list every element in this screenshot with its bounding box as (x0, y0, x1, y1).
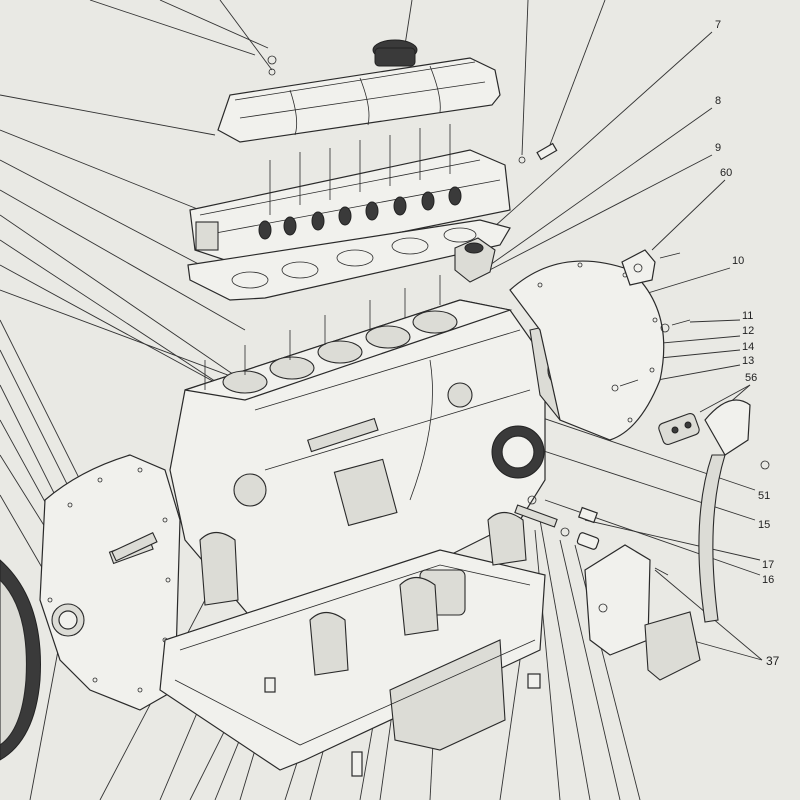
callout-9: 9 (715, 142, 721, 154)
head-gasket (187, 219, 511, 301)
callout-10: 10 (732, 255, 744, 267)
callout-17: 17 (762, 559, 774, 571)
callout-13: 13 (742, 355, 754, 367)
callout-14: 14 (742, 341, 754, 353)
rocker-cover (217, 39, 501, 143)
callout-37: 37 (766, 654, 780, 668)
callout-8: 8 (715, 95, 721, 107)
callout-16: 16 (762, 574, 774, 586)
callout-60: 60 (720, 167, 732, 179)
bolts (611, 319, 691, 392)
cylinder-head (189, 124, 511, 266)
engine-mount-bracket (584, 544, 701, 681)
main-bearing-caps (199, 511, 541, 777)
engine-mount-rubber (658, 413, 700, 445)
oil-sump (159, 549, 546, 771)
oil-pump-parts (514, 495, 600, 550)
callout-56: 56 (745, 372, 757, 384)
small-cover-plate (621, 249, 681, 286)
callout-15: 15 (758, 519, 770, 531)
dipstick-tube (698, 399, 770, 623)
rear-engine-plate (39, 454, 181, 711)
thermostat-housing (454, 142, 558, 283)
callout-12: 12 (742, 325, 754, 337)
flywheel (0, 559, 41, 761)
callout-51: 51 (758, 490, 770, 502)
callout-11: 11 (742, 310, 753, 322)
front-plate (509, 260, 665, 441)
side-tappet-cover (111, 532, 158, 562)
callout-7: 7 (715, 19, 721, 31)
